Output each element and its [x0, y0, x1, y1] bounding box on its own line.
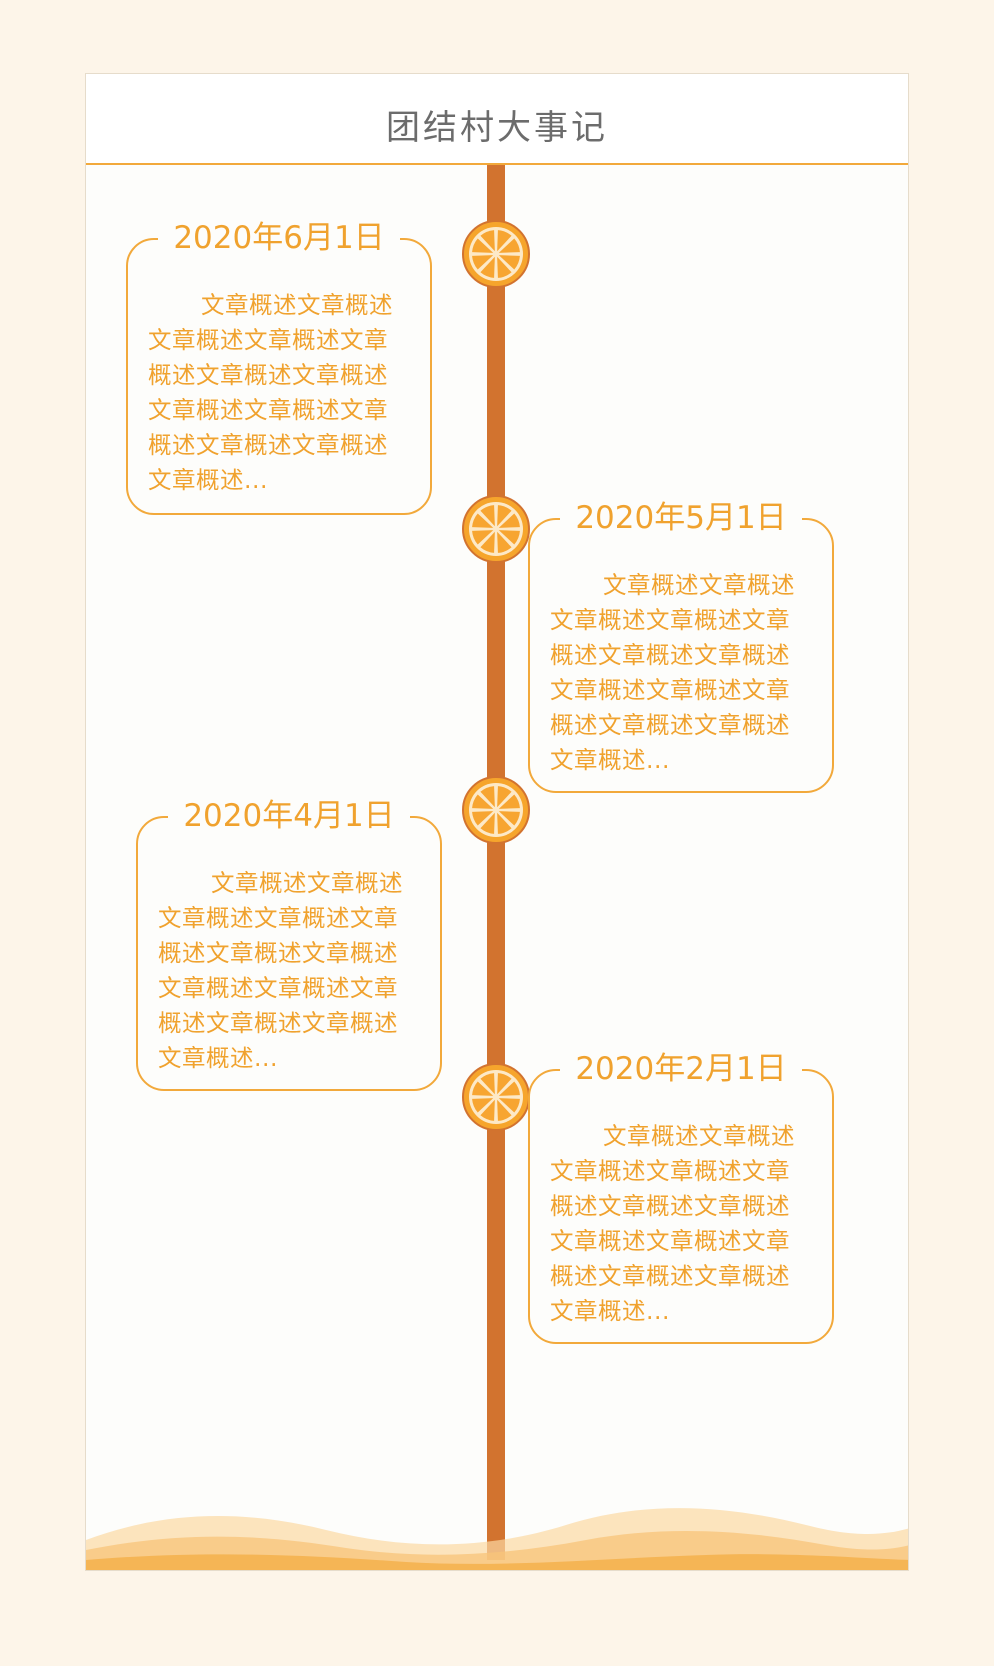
- event-summary: 文章概述文章概述文章概述文章概述文章概述文章概述文章概述文章概述文章概述文章概述…: [158, 869, 403, 1072]
- header: 团结村大事记: [86, 74, 908, 165]
- orange-slice-icon: [461, 219, 531, 289]
- decorative-waves: [86, 1500, 908, 1570]
- event-date: 2020年2月1日: [560, 1051, 802, 1087]
- timeline-rail: [487, 165, 505, 1560]
- timeline-card: 团结村大事记 2020年6月1日 文章概述文章概述文章概述文章概述文章概述文章概…: [85, 73, 909, 1571]
- page-title: 团结村大事记: [386, 108, 608, 148]
- orange-slice-icon: [461, 775, 531, 845]
- event-summary: 文章概述文章概述文章概述文章概述文章概述文章概述文章概述文章概述文章概述文章概述…: [148, 291, 393, 494]
- event-card-3[interactable]: 2020年2月1日 文章概述文章概述文章概述文章概述文章概述文章概述文章概述文章…: [528, 1051, 834, 1344]
- event-summary: 文章概述文章概述文章概述文章概述文章概述文章概述文章概述文章概述文章概述文章概述…: [550, 571, 795, 774]
- orange-slice-icon: [461, 494, 531, 564]
- event-date: 2020年6月1日: [158, 220, 400, 256]
- event-card-0[interactable]: 2020年6月1日 文章概述文章概述文章概述文章概述文章概述文章概述文章概述文章…: [126, 220, 432, 515]
- event-date: 2020年4月1日: [168, 798, 410, 834]
- event-card-1[interactable]: 2020年5月1日 文章概述文章概述文章概述文章概述文章概述文章概述文章概述文章…: [528, 500, 834, 793]
- orange-slice-icon: [461, 1062, 531, 1132]
- event-date: 2020年5月1日: [560, 500, 802, 536]
- event-card-2[interactable]: 2020年4月1日 文章概述文章概述文章概述文章概述文章概述文章概述文章概述文章…: [136, 798, 442, 1091]
- event-summary: 文章概述文章概述文章概述文章概述文章概述文章概述文章概述文章概述文章概述文章概述…: [550, 1122, 795, 1325]
